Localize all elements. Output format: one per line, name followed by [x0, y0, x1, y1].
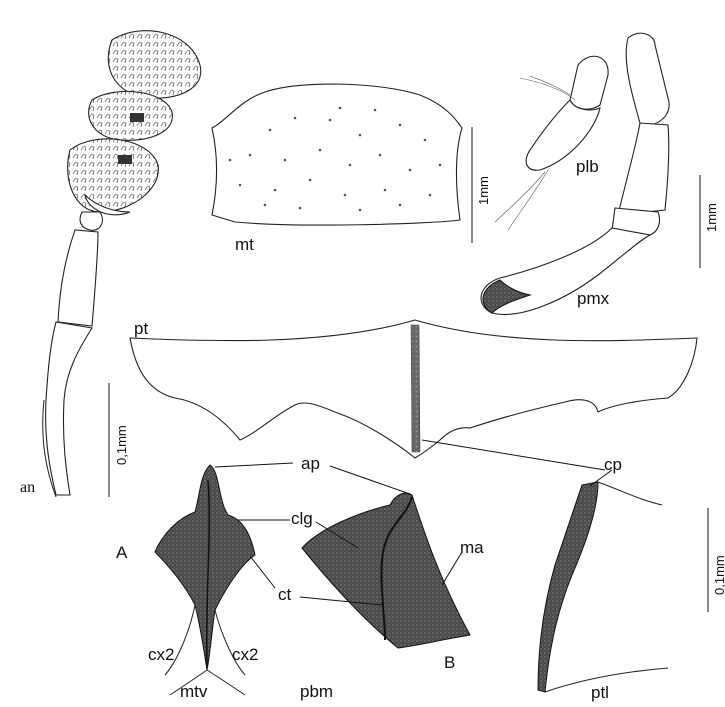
label-pt: pt — [134, 319, 148, 338]
label-ct: ct — [278, 585, 292, 604]
plb-base — [570, 56, 608, 109]
label-fig-A: A — [116, 543, 128, 562]
label-cx2-right: cx2 — [232, 645, 258, 664]
fig-B-body — [302, 493, 470, 648]
mt-drawing — [212, 84, 462, 225]
ptl-scale-label: 0,1mm — [712, 555, 725, 595]
ptl-drawing — [538, 482, 668, 692]
maxilla-base-segment — [626, 33, 669, 125]
pt-median-line — [411, 325, 420, 452]
label-clg: clg — [291, 509, 313, 528]
label-cp: cp — [604, 455, 622, 474]
label-ptl: ptl — [591, 683, 609, 702]
antenna-pedicel — [80, 212, 102, 230]
label-ma: ma — [460, 538, 484, 557]
maxilla-scale-bar: 1mm — [700, 175, 719, 268]
label-cx2-left: cx2 — [148, 645, 174, 664]
ptl-sclerite — [538, 482, 598, 692]
label-an: an — [20, 479, 35, 496]
fig-B-drawing — [302, 493, 470, 648]
antenna-club-segment-1 — [108, 31, 200, 99]
mt-scale-label: 1mm — [476, 176, 491, 205]
label-pbm: pbm — [300, 682, 333, 701]
label-fig-B: B — [444, 653, 455, 672]
antenna-club-segment-3 — [68, 139, 159, 212]
antenna-joint-1 — [130, 113, 144, 122]
antenna-segment-upper — [58, 230, 98, 326]
mt-scale-bar: 1mm — [472, 127, 491, 243]
label-pmx: pmx — [577, 289, 610, 308]
label-mt: mt — [235, 235, 254, 254]
label-mtv: mtv — [180, 682, 208, 701]
pt-drawing — [130, 320, 697, 458]
maxilla-scale-label: 1mm — [704, 203, 719, 232]
ptl-scale-bar: 0,1mm — [708, 508, 725, 612]
fig-A-body — [155, 465, 255, 670]
antenna-segment-lower — [46, 322, 92, 495]
antenna-joint-2 — [118, 155, 132, 164]
label-ap: ap — [301, 454, 320, 473]
antenna-scale-label: 0,1mm — [114, 425, 129, 465]
label-plb: plb — [576, 157, 599, 176]
antenna-scale-bar: 0,1mm — [109, 383, 129, 497]
maxilla-stem-segment — [618, 123, 669, 215]
